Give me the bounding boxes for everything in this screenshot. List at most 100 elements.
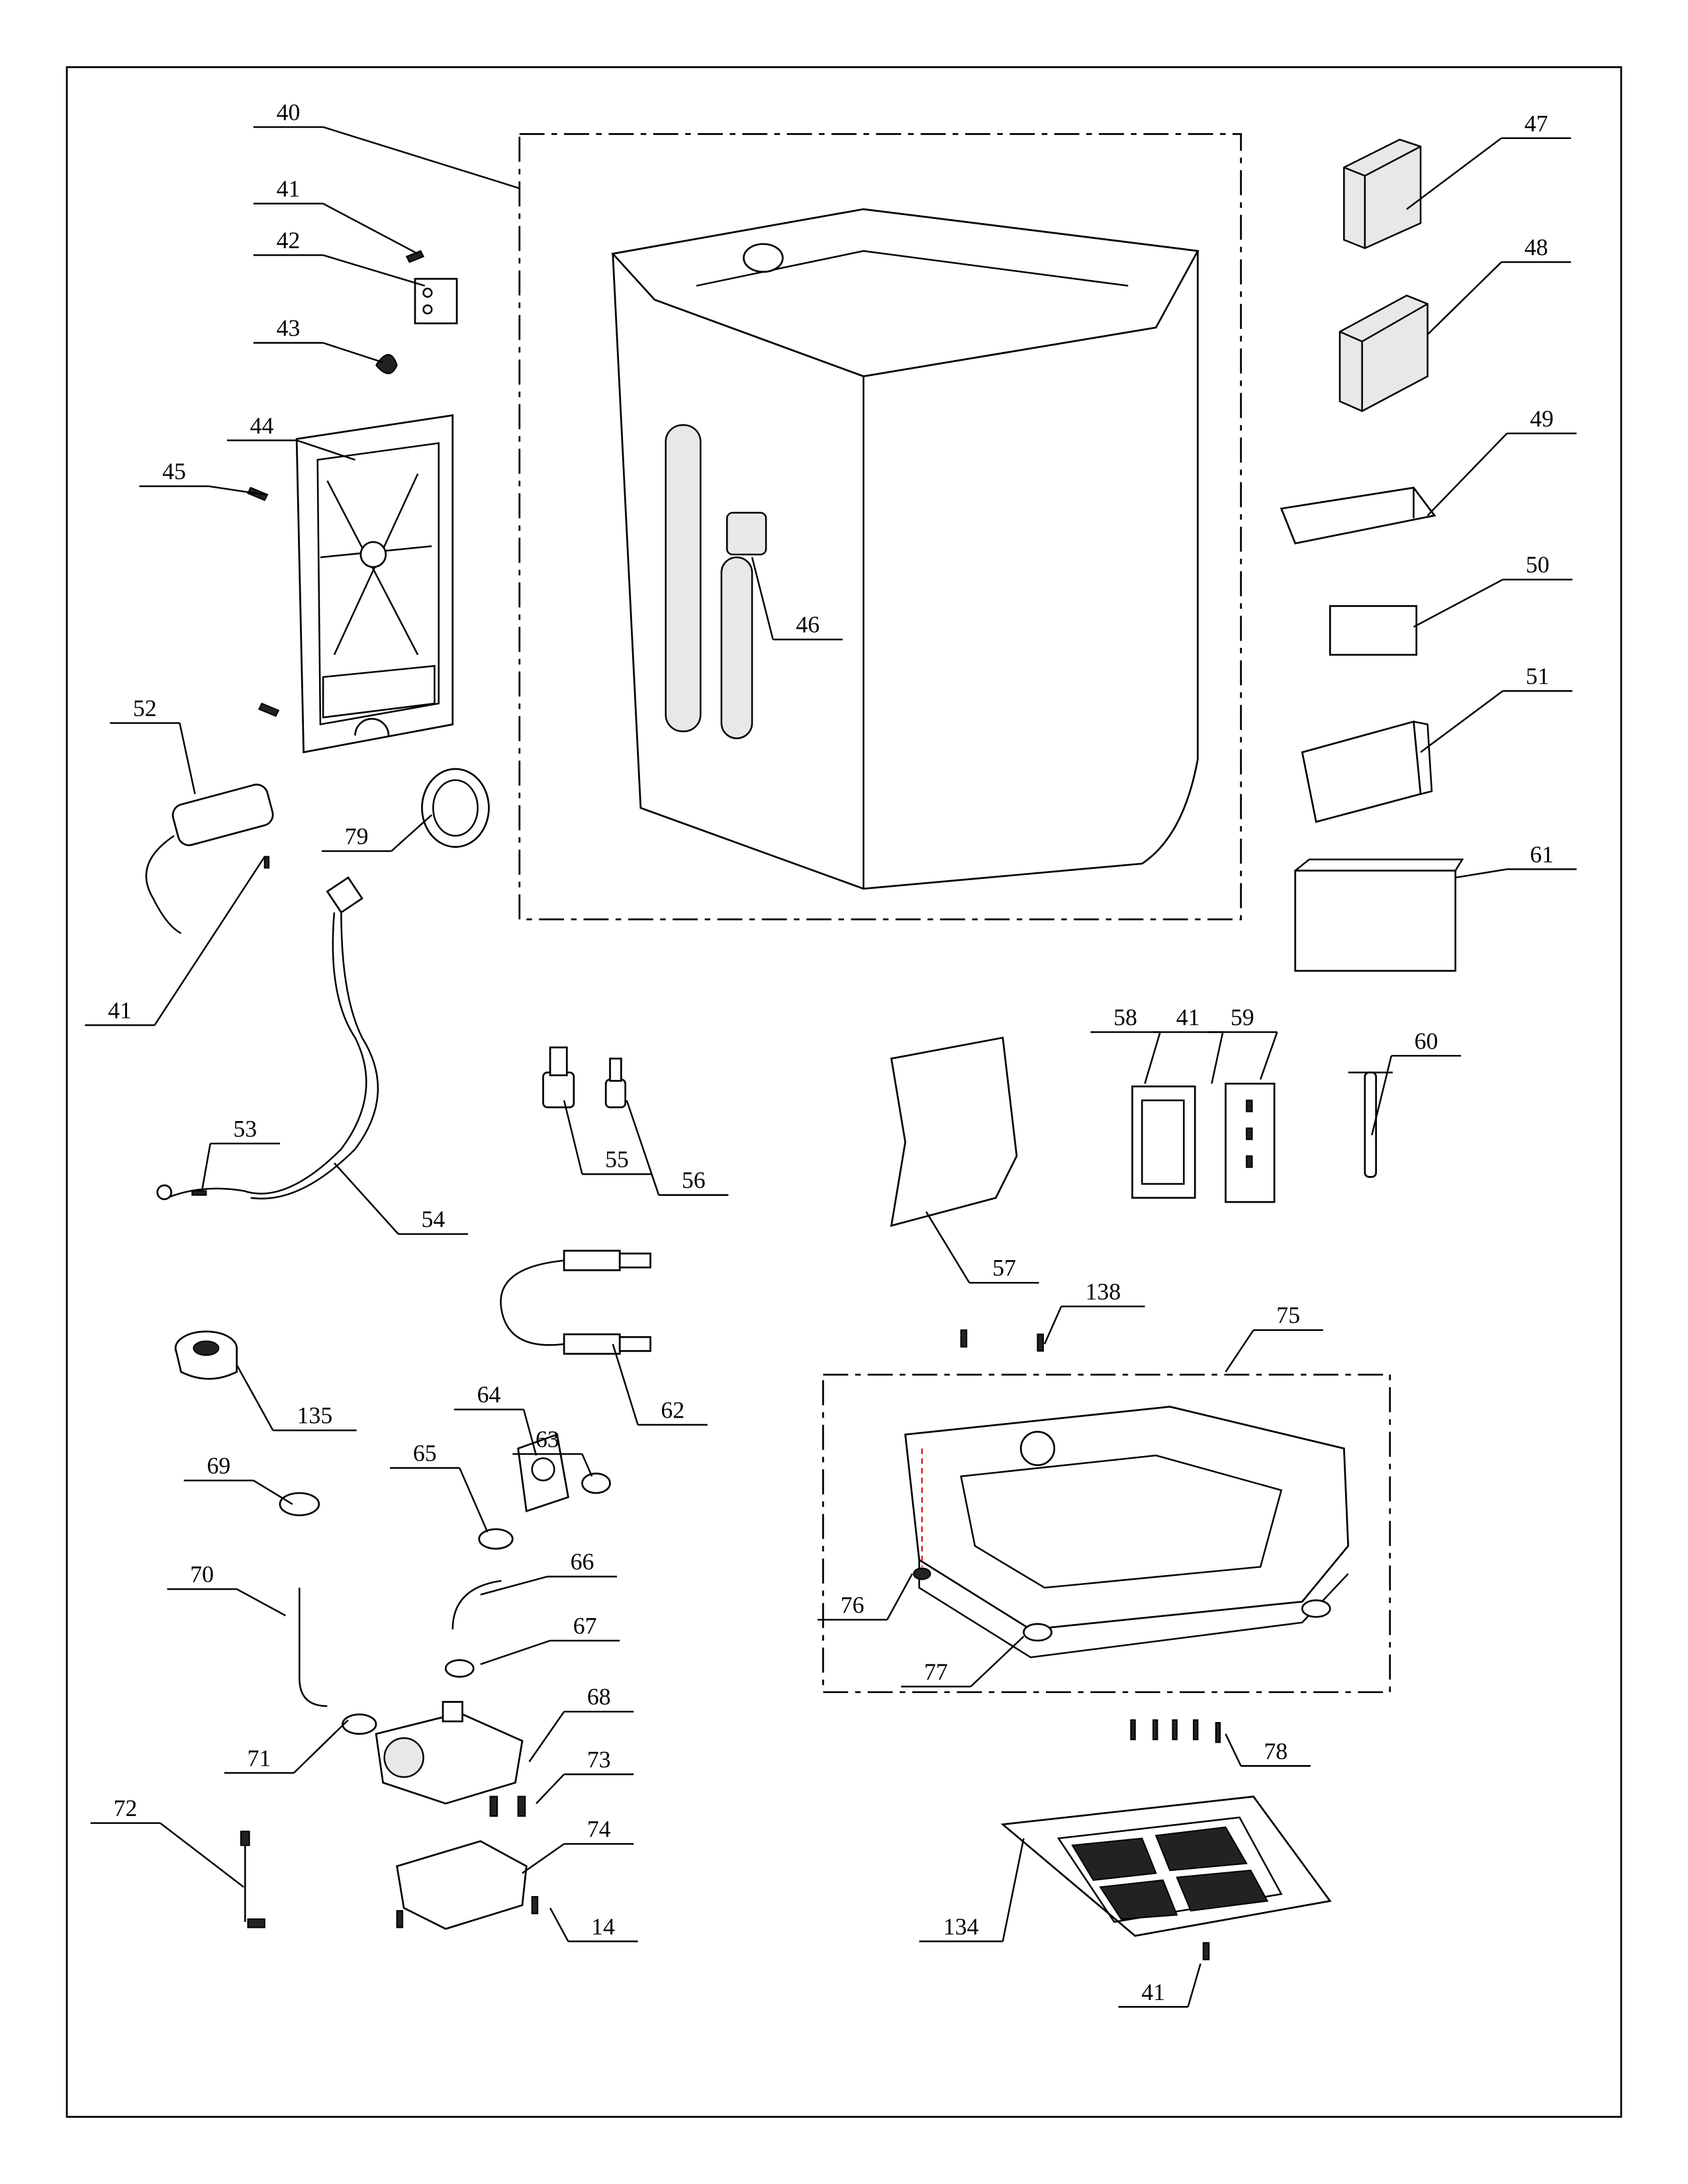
wire-clip-part[interactable] — [375, 353, 398, 375]
callout-number: 62 — [661, 1396, 684, 1423]
callout-leader-line — [1427, 261, 1502, 336]
callout-leader-line — [1187, 1963, 1201, 2007]
callout-72: 72 — [90, 1795, 244, 1888]
callout-leader-line — [1420, 690, 1503, 753]
callout-57: 57 — [925, 1211, 1039, 1284]
foam-pad-part[interactable] — [1280, 486, 1436, 545]
base-frame-part[interactable] — [904, 1406, 1350, 1659]
callout-44: 44 — [226, 412, 355, 461]
callout-leader-line — [536, 1774, 565, 1804]
screw-part[interactable] — [263, 856, 270, 869]
bracket-part[interactable] — [414, 277, 458, 324]
capacitor-part[interactable] — [145, 782, 275, 934]
pcb-cover-part[interactable] — [1131, 1085, 1196, 1199]
callout-56: 56 — [626, 1100, 729, 1196]
callout-leader-line — [480, 1575, 548, 1596]
screw-part[interactable] — [1202, 1942, 1210, 1960]
callout-number: 68 — [587, 1684, 611, 1710]
back-panel-part[interactable] — [295, 414, 454, 754]
hose-clamp-part[interactable] — [444, 1659, 475, 1678]
callout-number: 49 — [1530, 405, 1554, 432]
callout-number: 54 — [421, 1206, 445, 1232]
callout-leader-line — [1259, 1032, 1278, 1080]
callout-number: 79 — [345, 823, 369, 849]
callout-69: 69 — [183, 1452, 293, 1505]
callout-number: 55 — [605, 1146, 629, 1173]
ground-screw-part[interactable] — [156, 1184, 207, 1201]
callout-leader-line — [1225, 1733, 1242, 1766]
callout-number: 74 — [587, 1816, 611, 1843]
foam-block-part[interactable] — [1338, 295, 1429, 412]
harness-part[interactable] — [240, 1831, 265, 1929]
screw-part[interactable] — [396, 1896, 539, 1929]
cable-tie-part[interactable] — [1348, 1071, 1393, 1178]
sealing-ring-part[interactable] — [421, 768, 490, 848]
accessory-bag-part[interactable] — [890, 1036, 1018, 1227]
callout-number: 56 — [682, 1167, 706, 1193]
foam-pad-part[interactable] — [1329, 605, 1418, 656]
foot-pad-part[interactable] — [913, 1567, 931, 1580]
hose-clamp-part[interactable] — [342, 1713, 377, 1735]
hose-clamp-part[interactable] — [279, 1492, 320, 1516]
hose-clamp-part[interactable] — [581, 1473, 611, 1494]
leveling-foot-part[interactable] — [542, 1046, 575, 1109]
callout-73: 73 — [536, 1746, 634, 1804]
callout-leader-line — [391, 814, 433, 852]
callout-number: 69 — [207, 1452, 230, 1479]
callout-45: 45 — [139, 458, 265, 496]
callout-number: 41 — [1176, 1004, 1200, 1030]
callout-67: 67 — [480, 1612, 620, 1665]
base-assembly-group-box — [822, 1373, 1391, 1694]
drain-pump-part[interactable] — [375, 1701, 524, 1805]
callout-leader-line — [296, 439, 355, 461]
inlet-hose-part[interactable] — [500, 1250, 651, 1355]
screw-set-part[interactable] — [1130, 1719, 1221, 1743]
foam-pad-part[interactable] — [1301, 720, 1433, 823]
callout-46: 46 — [751, 557, 843, 641]
callout-leader-line — [209, 485, 265, 496]
callout-leader-line — [1225, 1330, 1254, 1373]
callout-number: 77 — [924, 1659, 948, 1685]
foam-block-part[interactable] — [1343, 138, 1422, 250]
callout-number: 40 — [277, 99, 301, 125]
power-cord-part[interactable] — [167, 876, 379, 1200]
callout-135: 135 — [236, 1364, 357, 1432]
callout-14: 14 — [549, 1907, 638, 1942]
callout-leader-line — [970, 1635, 1025, 1688]
tub-assembly-group-box — [518, 133, 1242, 921]
hose-clamp-part[interactable] — [478, 1528, 514, 1550]
panel-screw-part[interactable] — [247, 486, 280, 717]
leveling-pin-part[interactable] — [604, 1058, 627, 1109]
callout-leader-line — [459, 1467, 489, 1533]
callout-76: 76 — [818, 1573, 914, 1621]
callout-leader-line — [1002, 1838, 1025, 1942]
drain-elbow-part[interactable] — [451, 1580, 502, 1630]
drain-hose-part[interactable] — [299, 1588, 328, 1707]
callout-60: 60 — [1371, 1028, 1462, 1136]
pump-cover-part[interactable] — [396, 1840, 528, 1930]
callout-62: 62 — [612, 1343, 708, 1426]
foam-pad-part[interactable] — [1294, 858, 1464, 972]
callout-number: 58 — [1113, 1004, 1137, 1030]
callout-leader-line — [549, 1907, 569, 1942]
callout-51: 51 — [1420, 663, 1573, 753]
callout-leader-line — [293, 1719, 349, 1774]
bottom-cover-part[interactable] — [1000, 1796, 1332, 1937]
damper-cap-part[interactable] — [174, 1330, 238, 1380]
callout-number: 63 — [536, 1426, 559, 1453]
pump-screw-part[interactable] — [489, 1796, 526, 1817]
outer-cabinet-part[interactable] — [611, 208, 1199, 890]
callout-55: 55 — [563, 1100, 652, 1175]
callout-number: 47 — [1524, 110, 1548, 136]
callout-number: 48 — [1524, 234, 1548, 261]
callout-number: 41 — [277, 175, 301, 202]
callout-leader-line — [528, 1711, 565, 1762]
callout-number: 41 — [108, 997, 132, 1023]
callout-number: 67 — [573, 1612, 597, 1639]
callout-61: 61 — [1455, 841, 1577, 879]
callout-71: 71 — [224, 1719, 349, 1774]
base-screw-part[interactable] — [960, 1329, 1044, 1352]
control-board-part[interactable] — [1225, 1083, 1276, 1203]
callout-number: 44 — [250, 412, 274, 439]
callout-leader-line — [522, 1409, 538, 1456]
